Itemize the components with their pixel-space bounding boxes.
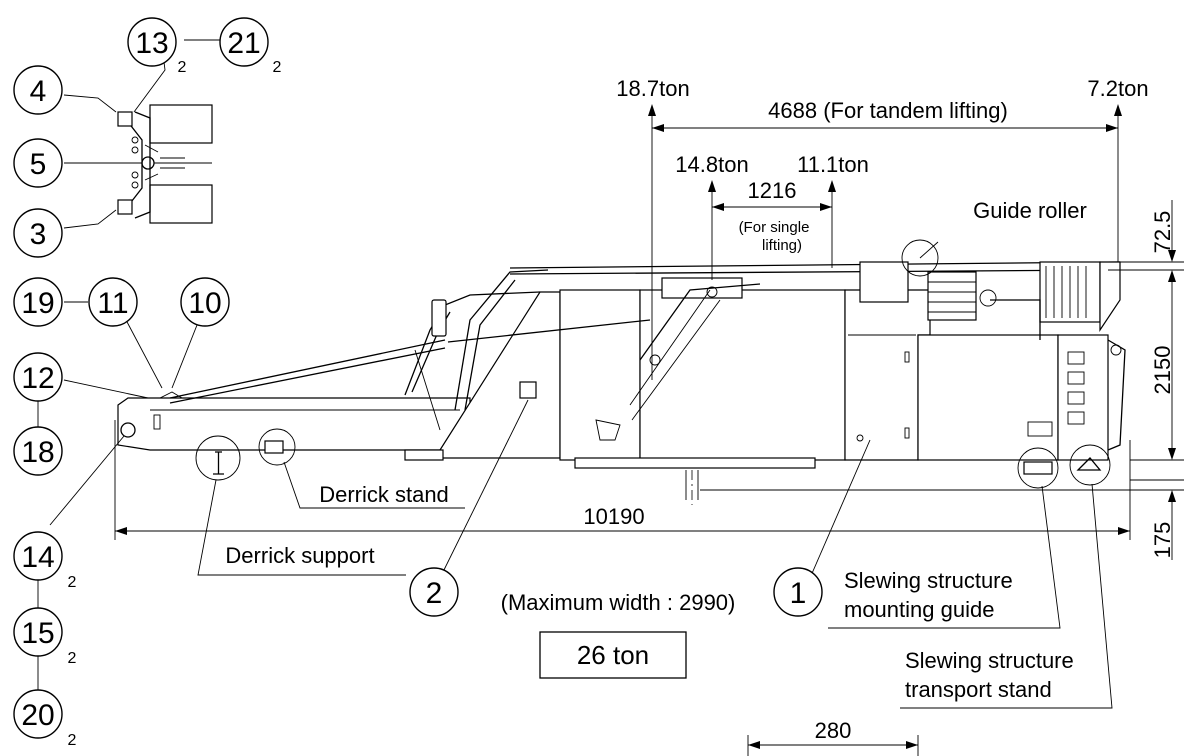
part-10-label: 10 (188, 287, 221, 320)
detail-circles (195, 239, 1111, 489)
max-width-label: (Maximum width : 2990) (501, 590, 736, 615)
part-5-label: 5 (30, 148, 47, 181)
front-single-load: 14.8ton (675, 152, 748, 177)
mounting-guide-label-1: Slewing structure (844, 568, 1013, 593)
part-11-label: 11 (97, 287, 128, 320)
part-13-label: 13 (135, 27, 168, 60)
part-4-label: 4 (30, 75, 47, 108)
mounting-guide-label-2: mounting guide (844, 597, 994, 622)
dimension-lines (114, 104, 1184, 756)
part-12-label: 12 (21, 362, 54, 395)
derrick-support-label: Derrick support (225, 543, 374, 568)
dimension-text: 18.7ton 7.2ton 4688 (For tandem lifting)… (583, 76, 1175, 743)
slewing-structure (117, 261, 1126, 505)
weight-box (539, 631, 687, 679)
rear-single-load: 11.1ton (797, 152, 869, 177)
part-2-label: 2 (426, 577, 443, 610)
part-21-label: 21 (227, 27, 260, 60)
part-3-label: 3 (30, 218, 47, 251)
tandem-span: 4688 (For tandem lifting) (768, 98, 1008, 123)
single-note-line1: (For single (739, 219, 810, 236)
part-15-label: 15 (21, 617, 54, 650)
leader-lines (37, 29, 1113, 709)
part-18-label: 18 (21, 436, 54, 469)
part-13-qty: 2 (178, 59, 187, 76)
part-21-qty: 2 (273, 59, 282, 76)
part-14-label: 14 (21, 541, 54, 574)
front-tandem-load: 18.7ton (616, 76, 689, 101)
part-14-qty: 2 (68, 574, 77, 591)
weight-label: 26 ton (577, 640, 649, 670)
height-main: 2150 (1150, 346, 1175, 395)
part-20-qty: 2 (68, 732, 77, 749)
part-balloons: 13 2 21 2 4 5 3 19 11 10 12 18 14 2 15 2… (13, 17, 823, 749)
transport-stand-label-1: Slewing structure (905, 648, 1074, 673)
single-note-line2: lifting) (762, 237, 802, 254)
bracket-detail (117, 104, 213, 224)
part-20-label: 20 (21, 699, 54, 732)
height-bottom: 175 (1150, 522, 1175, 559)
callout-text: Guide roller Derrick stand Derrick suppo… (225, 198, 1086, 702)
transport-stand-label-2: transport stand (905, 677, 1052, 702)
part-1-label: 1 (790, 577, 807, 610)
bottom-partial-dim: 280 (815, 718, 852, 743)
rear-tandem-load: 7.2ton (1087, 76, 1148, 101)
guide-roller-label: Guide roller (973, 198, 1087, 223)
part-19-label: 19 (21, 287, 54, 320)
derrick-stand-label: Derrick stand (319, 482, 449, 507)
height-top: 72.5 (1150, 211, 1175, 254)
single-span: 1216 (748, 178, 797, 203)
part-15-qty: 2 (68, 650, 77, 667)
overall-length: 10190 (583, 504, 644, 529)
